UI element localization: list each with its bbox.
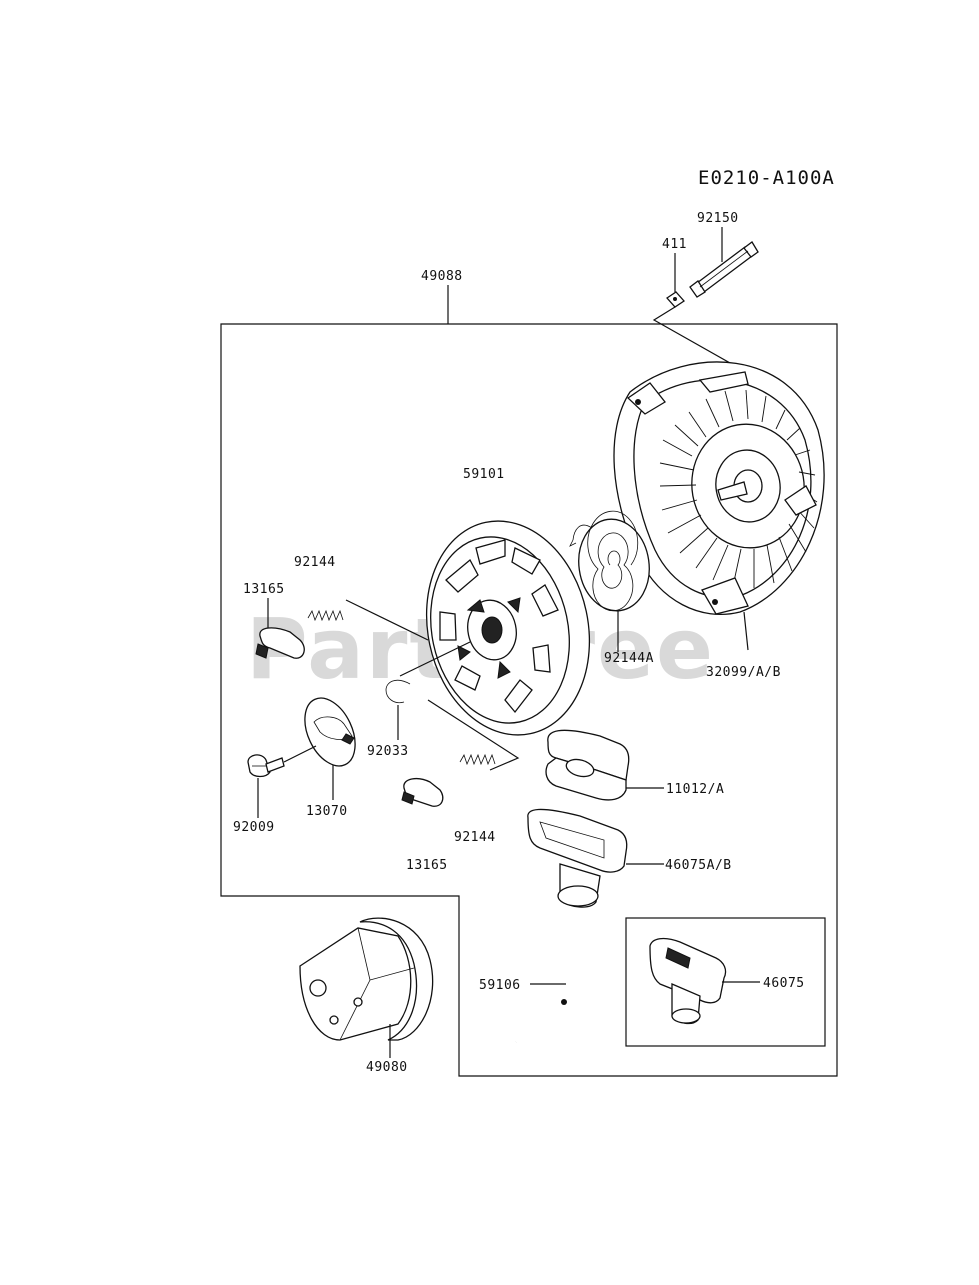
part-92144-spring-bottom[interactable]	[459, 753, 496, 766]
inset-box-46075	[625, 917, 826, 1047]
label-92033[interactable]: 92033	[367, 744, 409, 759]
label-13165-bottom[interactable]: 13165	[406, 858, 448, 873]
part-11012-grip-insert[interactable]	[545, 729, 630, 801]
part-46075AB-handle[interactable]	[527, 808, 628, 908]
part-46075-handle[interactable]	[649, 937, 727, 1025]
part-13165-pawl-bottom[interactable]	[401, 777, 444, 807]
label-92144-top[interactable]: 92144	[294, 555, 336, 570]
part-32099-recoil-housing[interactable]	[613, 361, 825, 616]
part-92144-spring-top[interactable]	[307, 609, 344, 622]
label-411[interactable]: 411	[662, 237, 687, 252]
label-59101[interactable]: 59101	[463, 467, 505, 482]
part-13165-pawl-top[interactable]	[255, 627, 305, 659]
label-49080[interactable]: 49080	[366, 1060, 408, 1075]
assembly-boundary-49088	[220, 323, 838, 1077]
leader-92144-bottom	[427, 699, 520, 771]
label-13070[interactable]: 13070	[306, 804, 348, 819]
part-92144A-spring[interactable]	[569, 510, 655, 615]
diagram-code: E0210-A100A	[698, 167, 835, 189]
label-59106[interactable]: 59106	[479, 978, 521, 993]
label-92150[interactable]: 92150	[697, 211, 739, 226]
leader-32099	[743, 611, 749, 651]
label-13165-top[interactable]: 13165	[243, 582, 285, 597]
label-49088[interactable]: 49088	[421, 269, 463, 284]
part-411-washer[interactable]	[666, 291, 685, 308]
part-92033-clip[interactable]	[385, 679, 411, 704]
part-59101-reel[interactable]	[407, 506, 608, 751]
label-92144-bottom[interactable]: 92144	[454, 830, 496, 845]
label-32099[interactable]: 32099/A/B	[706, 665, 781, 680]
label-11012[interactable]: 11012/A	[666, 782, 724, 797]
leader-92009-plate	[283, 745, 317, 763]
leader-92144-top	[345, 599, 429, 641]
part-13070-plate[interactable]	[295, 690, 365, 774]
label-46075AB[interactable]: 46075A/B	[665, 858, 732, 873]
label-46075[interactable]: 46075	[763, 976, 805, 991]
leader-92033-reel	[399, 641, 471, 677]
label-92009[interactable]: 92009	[233, 820, 275, 835]
part-49080-pulley[interactable]	[299, 917, 434, 1041]
part-92009-screw[interactable]	[247, 754, 285, 778]
label-92144A[interactable]: 92144A	[604, 651, 654, 666]
part-92150-pin[interactable]	[689, 241, 759, 298]
part-59106-rope[interactable]	[515, 935, 579, 1044]
